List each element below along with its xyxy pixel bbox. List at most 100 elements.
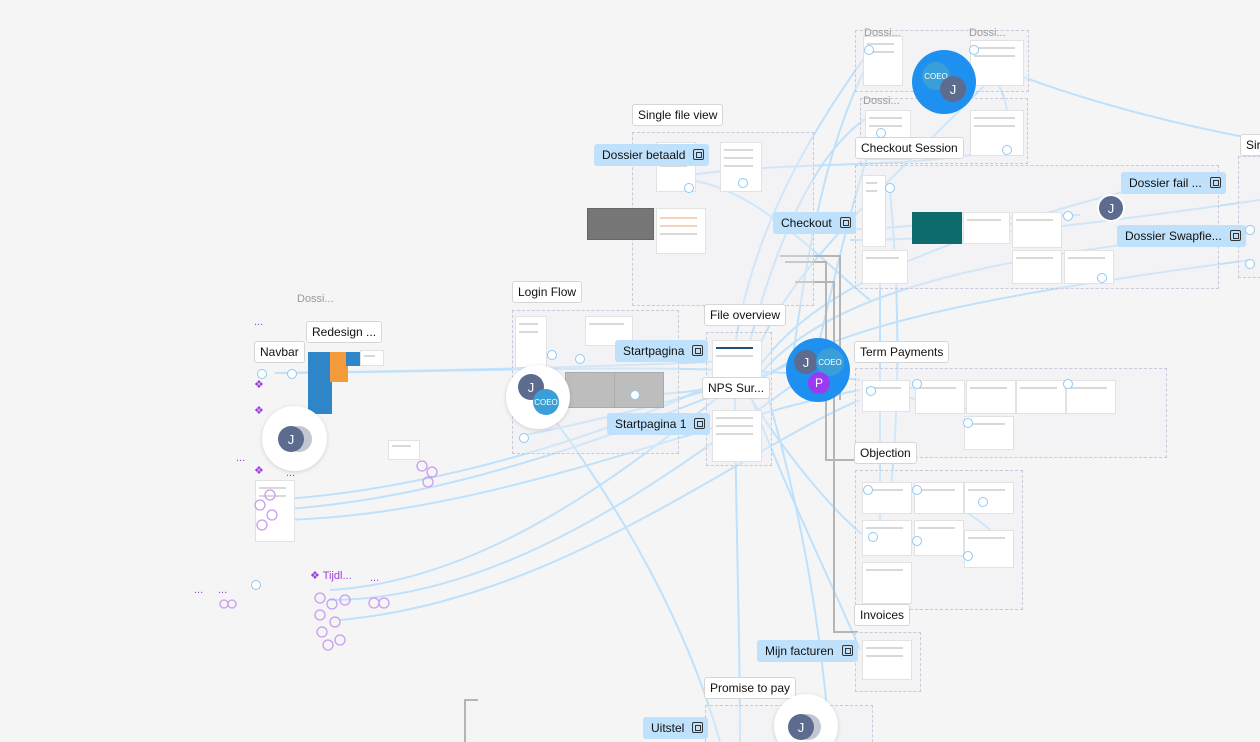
- connector-node[interactable]: [866, 386, 876, 396]
- connector-node[interactable]: [575, 354, 585, 364]
- connector-node[interactable]: [863, 485, 873, 495]
- frame-screen[interactable]: [862, 175, 886, 247]
- frame-screen[interactable]: [862, 640, 912, 680]
- connector-node[interactable]: [1245, 259, 1255, 269]
- flow-start-startpagina[interactable]: Startpagina: [615, 340, 709, 362]
- connector-node[interactable]: [885, 183, 895, 193]
- avatar[interactable]: J: [1099, 196, 1123, 220]
- flow-start-dossier-betaald[interactable]: Dossier betaald: [594, 144, 710, 166]
- label-single-file-view[interactable]: Single file view: [632, 104, 724, 126]
- flow-start-icon: [692, 345, 704, 356]
- frame-screen[interactable]: [360, 350, 384, 366]
- frame-screen[interactable]: [388, 440, 420, 460]
- connector-node[interactable]: [912, 536, 922, 546]
- frame-screen[interactable]: [863, 36, 903, 86]
- frame-screen[interactable]: [330, 352, 348, 382]
- connector-node[interactable]: [969, 45, 979, 55]
- ghost-label[interactable]: Dossi...: [863, 95, 900, 107]
- frame-screen[interactable]: [712, 340, 762, 382]
- frame-grey-mockup[interactable]: [587, 208, 654, 240]
- ghost-label[interactable]: Dossi...: [297, 293, 334, 305]
- frame-screen[interactable]: [862, 380, 910, 412]
- label-checkout-session[interactable]: Checkout Session: [855, 137, 964, 159]
- frame-screen[interactable]: [656, 208, 706, 254]
- frame-screen[interactable]: [712, 410, 762, 462]
- connector-node[interactable]: [519, 433, 529, 443]
- flow-start-icon: [693, 149, 705, 160]
- frame-screen[interactable]: [970, 40, 1024, 86]
- frame-screen[interactable]: [1066, 380, 1116, 414]
- frame-screen[interactable]: [914, 520, 964, 556]
- avatar-initial: J: [949, 81, 957, 97]
- component-label[interactable]: ❖ Tijdl...: [310, 569, 352, 582]
- label-promise-to-pay[interactable]: Promise to pay: [704, 677, 797, 699]
- connector-node[interactable]: [868, 532, 878, 542]
- connector-node[interactable]: [1097, 273, 1107, 283]
- frame-teal-mockup[interactable]: [912, 212, 962, 244]
- frame-screen[interactable]: [862, 250, 908, 284]
- connector-node[interactable]: [963, 551, 973, 561]
- connector-node[interactable]: [876, 128, 886, 138]
- frame-screen[interactable]: [308, 352, 332, 414]
- frame-screen[interactable]: [915, 380, 965, 414]
- connector-node[interactable]: [864, 45, 874, 55]
- flow-start-checkout[interactable]: Checkout: [773, 212, 856, 234]
- avatar[interactable]: COEO: [816, 348, 844, 376]
- label-objection[interactable]: Objection: [854, 442, 917, 464]
- avatar-initial: J: [287, 431, 295, 447]
- flow-start-dossier-swapfie[interactable]: Dossier Swapfie...: [1117, 225, 1246, 247]
- ghost-label[interactable]: Dossi...: [969, 27, 1006, 39]
- frame-grey-mockup[interactable]: [614, 372, 664, 408]
- avatar[interactable]: J: [788, 714, 814, 740]
- frame-screen[interactable]: [966, 380, 1016, 414]
- connector-node[interactable]: [978, 497, 988, 507]
- avatar[interactable]: J: [278, 426, 304, 452]
- label-term-payments[interactable]: Term Payments: [854, 341, 950, 363]
- component-name: Tijdl...: [322, 570, 352, 582]
- connector-node[interactable]: [287, 369, 297, 379]
- frame-screen[interactable]: [970, 110, 1024, 156]
- label-invoices[interactable]: Invoices: [854, 604, 911, 626]
- flow-start-startpagina-1[interactable]: Startpagina 1: [607, 413, 711, 435]
- connector-node[interactable]: [738, 178, 748, 188]
- avatar[interactable]: P: [808, 372, 830, 394]
- connector-node[interactable]: [963, 418, 973, 428]
- flow-start-dossier-fail[interactable]: Dossier fail ...: [1121, 172, 1226, 194]
- connector-node[interactable]: [257, 369, 267, 379]
- connector-node[interactable]: [1002, 145, 1012, 155]
- flow-label: Dossier fail ...: [1129, 176, 1202, 190]
- frame-screen[interactable]: [964, 530, 1014, 568]
- label-navbar[interactable]: Navbar: [254, 341, 305, 363]
- frame-screen[interactable]: [1012, 212, 1062, 248]
- frame-screen[interactable]: [1012, 250, 1062, 284]
- connector-node[interactable]: [684, 183, 694, 193]
- avatar[interactable]: COEO: [533, 389, 559, 415]
- frame-screen[interactable]: [862, 562, 912, 604]
- flow-start-mijn-facturen[interactable]: Mijn facturen: [757, 640, 858, 662]
- label-nps[interactable]: NPS Sur...: [702, 377, 771, 399]
- ghost-label[interactable]: Dossi...: [864, 27, 901, 39]
- connector-node[interactable]: [251, 580, 261, 590]
- connector-node[interactable]: [1245, 225, 1255, 235]
- connector-node[interactable]: [630, 390, 640, 400]
- avatar[interactable]: J: [940, 76, 966, 102]
- connector-node[interactable]: [1063, 379, 1073, 389]
- connector-node[interactable]: [1063, 211, 1073, 221]
- frame-screen[interactable]: [963, 212, 1010, 244]
- label-login-flow[interactable]: Login Flow: [512, 281, 583, 303]
- connector-node[interactable]: [912, 379, 922, 389]
- avatar[interactable]: J: [794, 350, 818, 374]
- label-edge-right[interactable]: Sir: [1240, 134, 1260, 156]
- connector-node[interactable]: [547, 350, 557, 360]
- frame-screen[interactable]: [346, 352, 360, 366]
- flow-start-uitstel[interactable]: Uitstel: [643, 717, 709, 739]
- label-redesign[interactable]: Redesign ...: [306, 321, 383, 343]
- connector-node[interactable]: [912, 485, 922, 495]
- frame-screen[interactable]: [964, 482, 1014, 514]
- frame-screen[interactable]: [1016, 380, 1066, 414]
- frame-screen[interactable]: [914, 482, 964, 514]
- avatar-initial: J: [802, 354, 810, 370]
- label-file-overview[interactable]: File overview: [704, 304, 787, 326]
